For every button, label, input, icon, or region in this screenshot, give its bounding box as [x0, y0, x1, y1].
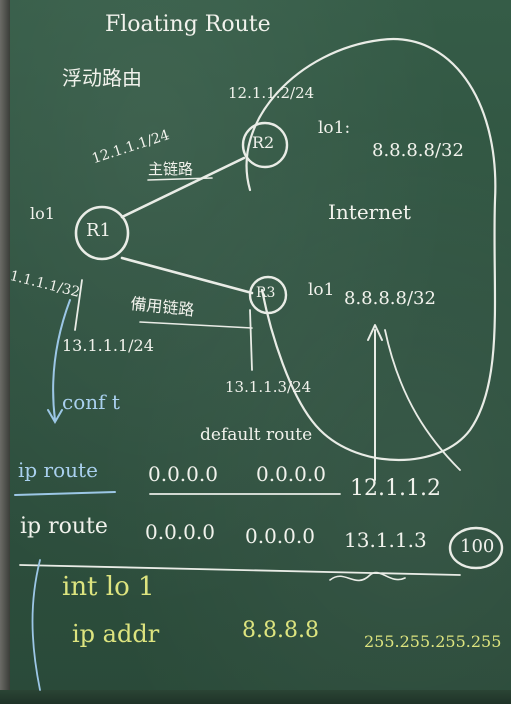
board-frame-left [0, 0, 10, 704]
r3-lo-curve [384, 329, 461, 471]
r3-ip-pointer [249, 309, 253, 371]
page-title: Floating Route [105, 12, 271, 37]
cmd1-mask: 0.0.0.0 [256, 462, 326, 486]
cmd-line1-left-bar [14, 491, 116, 496]
cmd4-mask: 255.255.255.255 [364, 632, 502, 651]
cmd2-dest: 0.0.0.0 [145, 520, 215, 544]
cmd2-next-hop: 13.1.1.3 [344, 528, 427, 552]
conf-t-arrow [47, 299, 71, 424]
r3-ip-label: 13.1.1.3/24 [225, 378, 312, 396]
r2-ip-label: 12.1.1.2/24 [228, 84, 315, 102]
board-frame-bottom [0, 690, 511, 704]
page-subtitle: 浮动路由 [62, 66, 142, 90]
r2-node [241, 121, 289, 169]
cmd1-next-hop: 12.1.1.2 [350, 476, 441, 501]
cmd4-keyword: ip addr [72, 620, 160, 648]
squiggle-mark [329, 571, 406, 582]
r1-label: R1 [86, 220, 112, 241]
r3-node [248, 275, 288, 315]
primary-link-label: 主链路 [148, 160, 194, 178]
cmd2-mask: 0.0.0.0 [245, 524, 315, 548]
distance-circle [448, 526, 504, 570]
cmd-line2-underline [19, 564, 461, 576]
r1-loopback-label: lo1 [30, 204, 55, 223]
default-route-label: default route [200, 425, 313, 445]
r3-label: R3 [256, 285, 276, 301]
r1-node [74, 205, 130, 261]
r1-r2-link [120, 156, 246, 219]
cmd2-keyword: ip route [20, 514, 108, 539]
r2-loopback-ip: 8.8.8.8/32 [372, 140, 464, 161]
internet-cloud-outline [245, 37, 497, 462]
r1-r3-ip-label: 13.1.1.1/24 [62, 336, 154, 355]
internet-label: Internet [328, 200, 411, 224]
cmd2-distance: 100 [460, 536, 495, 557]
cmd4-ip: 8.8.8.8 [242, 618, 319, 643]
left-guide-curve [31, 559, 41, 691]
r1-lo-pointer [74, 279, 83, 331]
r1-r3-link [120, 256, 254, 295]
conf-t-label: conf t [62, 390, 120, 414]
r3-loopback-ip: 8.8.8.8/32 [344, 288, 436, 309]
cmd1-keyword: ip route [18, 458, 98, 482]
backup-link-underline [139, 321, 253, 329]
r3-loopback-label: lo1 [308, 280, 335, 300]
r2-label: R2 [252, 133, 275, 152]
r2-loopback-label: lo1: [318, 118, 351, 138]
cmd1-dest: 0.0.0.0 [148, 462, 218, 486]
cmd3-interface: int lo 1 [62, 572, 155, 602]
internet-to-nexthop-arrow [367, 324, 383, 481]
primary-link-underline [147, 177, 213, 181]
